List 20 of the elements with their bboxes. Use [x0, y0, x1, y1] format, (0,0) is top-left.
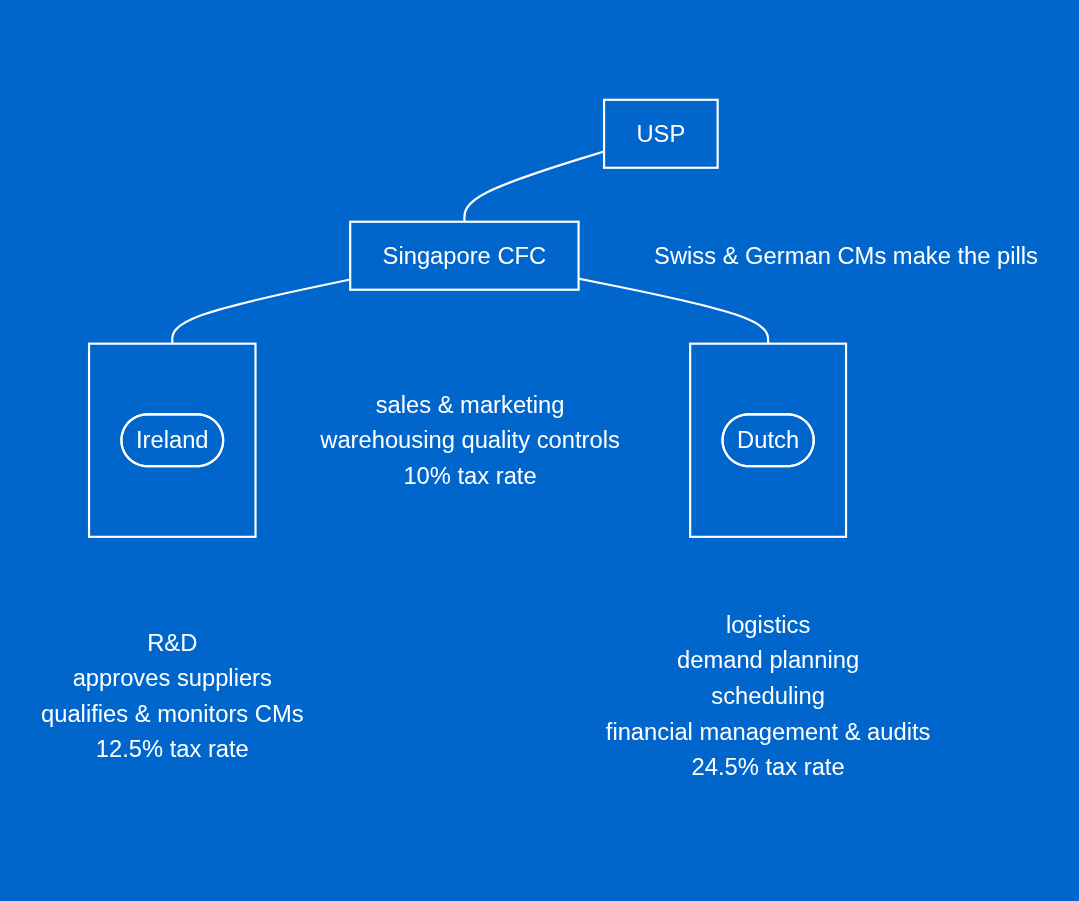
node-label: qualifies & monitors CMs [41, 700, 304, 728]
node-label: 24.5% tax rate [691, 753, 845, 781]
connector [463, 150, 605, 222]
node-label: 12.5% tax rate [95, 735, 249, 763]
node-label: Swiss & German CMs make the pills [654, 242, 1038, 270]
cluster [689, 342, 848, 538]
connector [171, 278, 351, 344]
node-label: logistics [725, 611, 811, 639]
node-label: 10% tax rate [403, 462, 537, 490]
node-label: demand planning [677, 646, 860, 674]
connector [578, 277, 770, 344]
node-label: warehousing quality controls [320, 426, 620, 454]
node-label: scheduling [711, 682, 825, 710]
cluster [87, 342, 257, 538]
node-label: sales & marketing [375, 391, 565, 419]
node-box: Singapore CFC [349, 220, 580, 291]
node-label: R&D [147, 629, 198, 657]
node-box: USP [603, 98, 719, 169]
node-label: financial management & audits [605, 718, 931, 746]
node-label: approves suppliers [72, 664, 272, 692]
